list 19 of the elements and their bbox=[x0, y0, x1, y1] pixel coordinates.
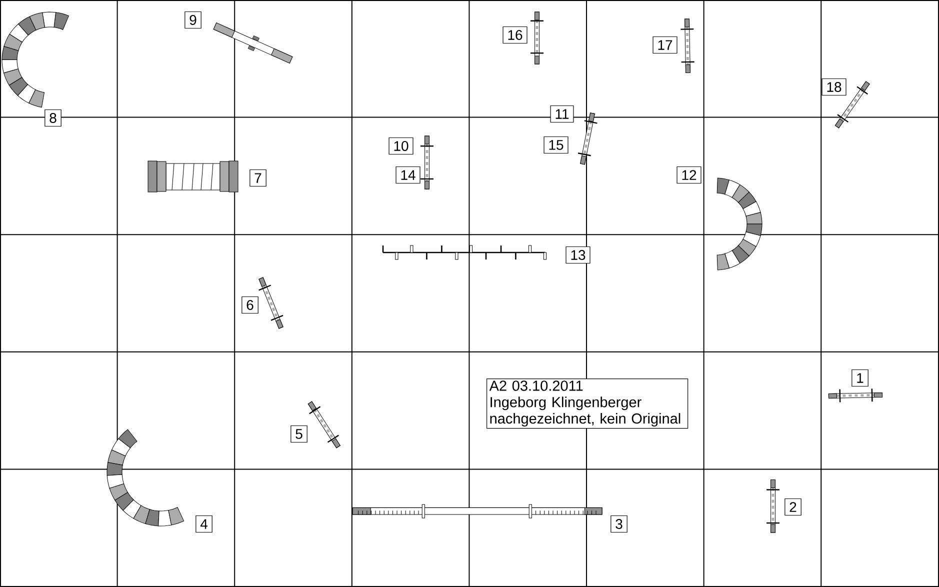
callout-number: 15 bbox=[544, 136, 568, 154]
callout-number: 12 bbox=[676, 166, 702, 184]
callout-number: 11 bbox=[550, 105, 574, 123]
callout-number: 16 bbox=[502, 26, 528, 44]
callout-number: 14 bbox=[396, 166, 420, 184]
callout-number: 13 bbox=[566, 246, 590, 264]
callout-number: 3 bbox=[610, 515, 628, 533]
callout-number: 1 bbox=[852, 369, 868, 387]
callout-number: 5 bbox=[290, 425, 308, 443]
callout-number: 2 bbox=[784, 498, 802, 516]
callout-number: 7 bbox=[250, 169, 266, 187]
callout-number: 6 bbox=[242, 296, 258, 314]
info-box: A2 03.10.2011 Ingeborg Klingenberger nachgezeichnet, kein Original bbox=[486, 378, 688, 429]
callout-number: 4 bbox=[196, 515, 212, 533]
callout-number: 17 bbox=[652, 36, 678, 54]
callout-number: 18 bbox=[822, 78, 846, 96]
callout-number: 9 bbox=[184, 11, 202, 29]
callout-number: 10 bbox=[388, 137, 414, 155]
callout-number: 8 bbox=[44, 109, 62, 127]
